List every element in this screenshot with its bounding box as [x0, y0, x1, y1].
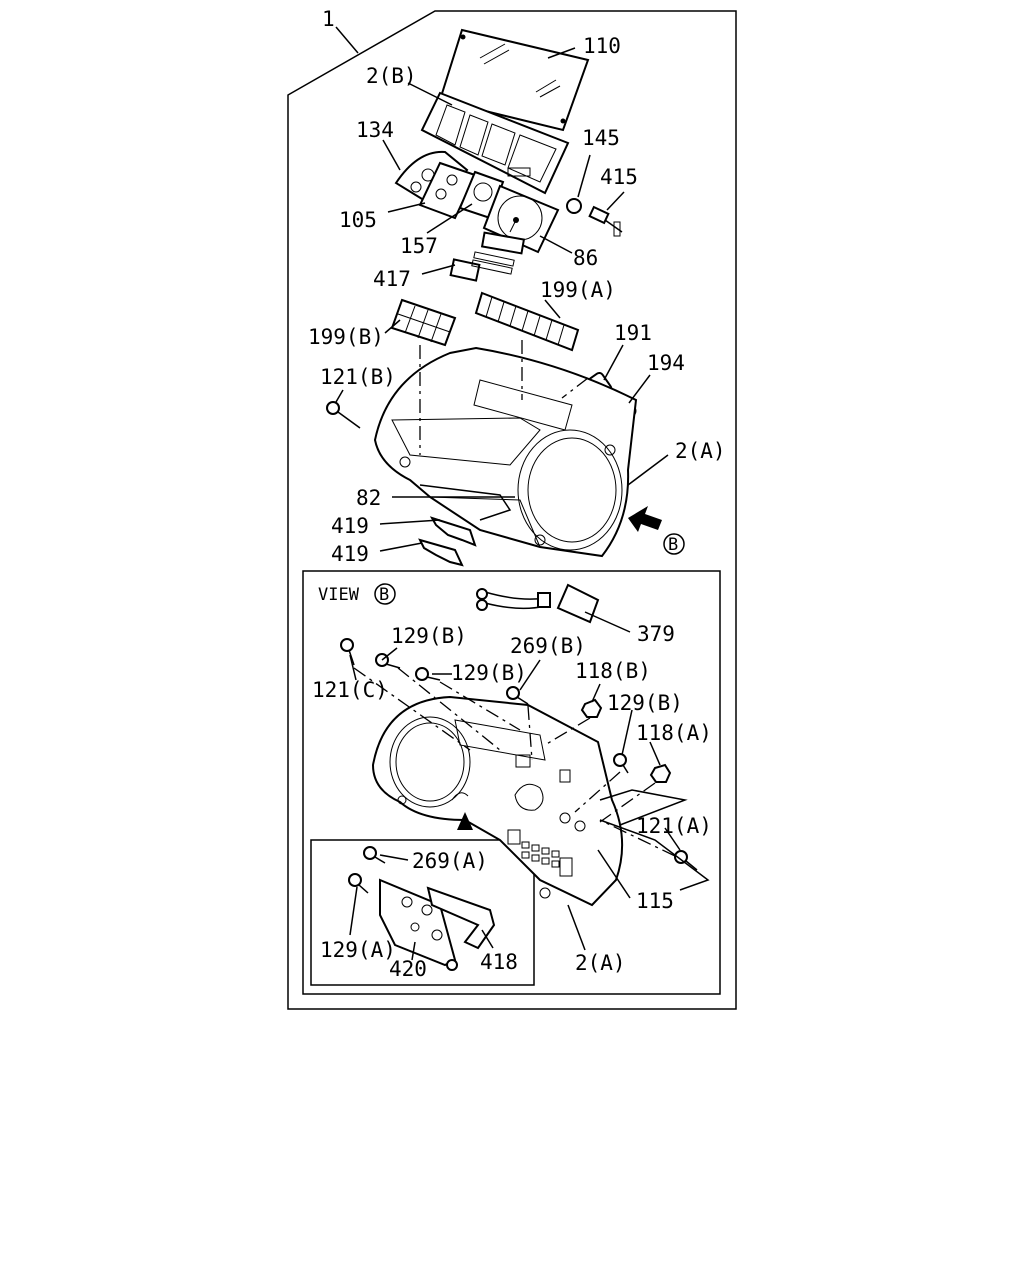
part-129a-screw — [348, 873, 369, 894]
label-view-b: B — [379, 585, 389, 605]
part-121a-screw — [674, 850, 698, 871]
part-82-harness — [419, 484, 512, 521]
label-157: 157 — [400, 234, 438, 258]
label-415: 415 — [600, 165, 638, 189]
label-129b-2: 129(B) — [451, 661, 527, 685]
part-415-bulb — [588, 205, 623, 237]
part-269b-screw — [506, 686, 529, 705]
label-118b: 118(B) — [575, 659, 651, 683]
label-b-marker: B — [668, 535, 678, 555]
part-417-connector — [449, 251, 515, 282]
label-145: 145 — [582, 126, 620, 150]
part-379-harness — [476, 583, 600, 624]
part-129b-screw-2 — [415, 667, 441, 681]
part-118b-nut — [580, 698, 603, 718]
part-121c-screw — [340, 638, 355, 666]
part-199b-light-strip — [390, 298, 457, 347]
label-418: 418 — [480, 950, 518, 974]
label-134: 134 — [356, 118, 394, 142]
inset-frame — [310, 839, 535, 986]
label-121b: 121(B) — [320, 365, 396, 389]
label-1: 1 — [322, 7, 335, 31]
part-420-plate — [379, 878, 458, 971]
label-118a: 118(A) — [636, 721, 712, 745]
label-129b-1: 129(B) — [391, 624, 467, 648]
label-105: 105 — [339, 208, 377, 232]
label-417: 417 — [373, 267, 411, 291]
part-2a-rear-case — [371, 695, 624, 907]
label-379: 379 — [637, 622, 675, 646]
label-199b: 199(B) — [308, 325, 384, 349]
part-129b-screw-3 — [613, 753, 629, 774]
view-b-arrow — [628, 506, 685, 555]
label-420: 420 — [389, 957, 427, 981]
label-194: 194 — [647, 351, 685, 375]
part-2a-case — [373, 346, 638, 558]
part-121b-screw — [326, 401, 361, 429]
part-419-clip-upper — [429, 516, 477, 547]
label-110: 110 — [583, 34, 621, 58]
view-b-frame — [302, 570, 721, 995]
label-199a: 199(A) — [540, 278, 616, 302]
part-269a-screw — [363, 846, 386, 864]
outer-frame — [287, 10, 737, 1010]
label-269b: 269(B) — [510, 634, 586, 658]
label-115: 115 — [636, 889, 674, 913]
part-2b-bezel — [420, 91, 570, 195]
part-199a-light-strip — [474, 291, 580, 352]
label-129b-3: 129(B) — [607, 691, 683, 715]
part-145-bulb-socket — [566, 198, 582, 214]
part-86-speedometer — [480, 184, 560, 255]
part-118a-nut — [649, 763, 672, 783]
label-86: 86 — [573, 246, 598, 270]
label-82: 82 — [356, 486, 381, 510]
label-2a-top: 2(A) — [675, 439, 726, 463]
label-view: VIEW — [318, 585, 360, 605]
label-419-lower: 419 — [331, 542, 369, 566]
part-419-clip-lower — [418, 538, 464, 567]
label-191: 191 — [614, 321, 652, 345]
label-419-upper: 419 — [331, 514, 369, 538]
part-418-bracket — [426, 886, 496, 950]
label-121a: 121(A) — [636, 814, 712, 838]
label-2b: 2(B) — [366, 64, 417, 88]
label-129a: 129(A) — [320, 938, 396, 962]
label-121c: 121(C) — [312, 678, 388, 702]
label-2a-bottom: 2(A) — [575, 951, 626, 975]
label-269a: 269(A) — [412, 849, 488, 873]
part-110-glass — [438, 28, 590, 132]
